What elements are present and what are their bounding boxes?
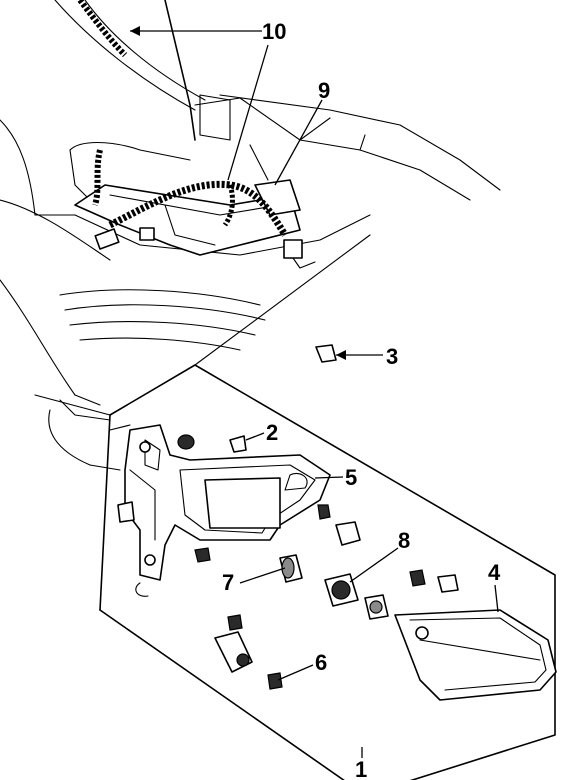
callout-3: 3 — [386, 344, 398, 369]
callout-4: 4 — [488, 560, 501, 585]
callout-8: 8 — [398, 528, 410, 553]
leader-lines — [130, 26, 499, 758]
callout-6: 6 — [315, 650, 327, 675]
wiring-harness — [77, 0, 316, 269]
callout-1: 1 — [355, 757, 367, 780]
bulb-and-socket — [214, 554, 389, 673]
headlamp-mounting-bracket — [124, 424, 331, 581]
fasteners — [117, 344, 459, 690]
callout-2: 2 — [266, 420, 278, 445]
callout-7: 7 — [222, 570, 234, 595]
callout-10: 10 — [262, 19, 286, 44]
callout-9: 9 — [318, 78, 330, 103]
callout-5: 5 — [345, 465, 357, 490]
headlamp-lens — [394, 609, 557, 701]
exploded-view-frame — [34, 234, 556, 780]
vehicle-body-outline — [0, 0, 501, 471]
